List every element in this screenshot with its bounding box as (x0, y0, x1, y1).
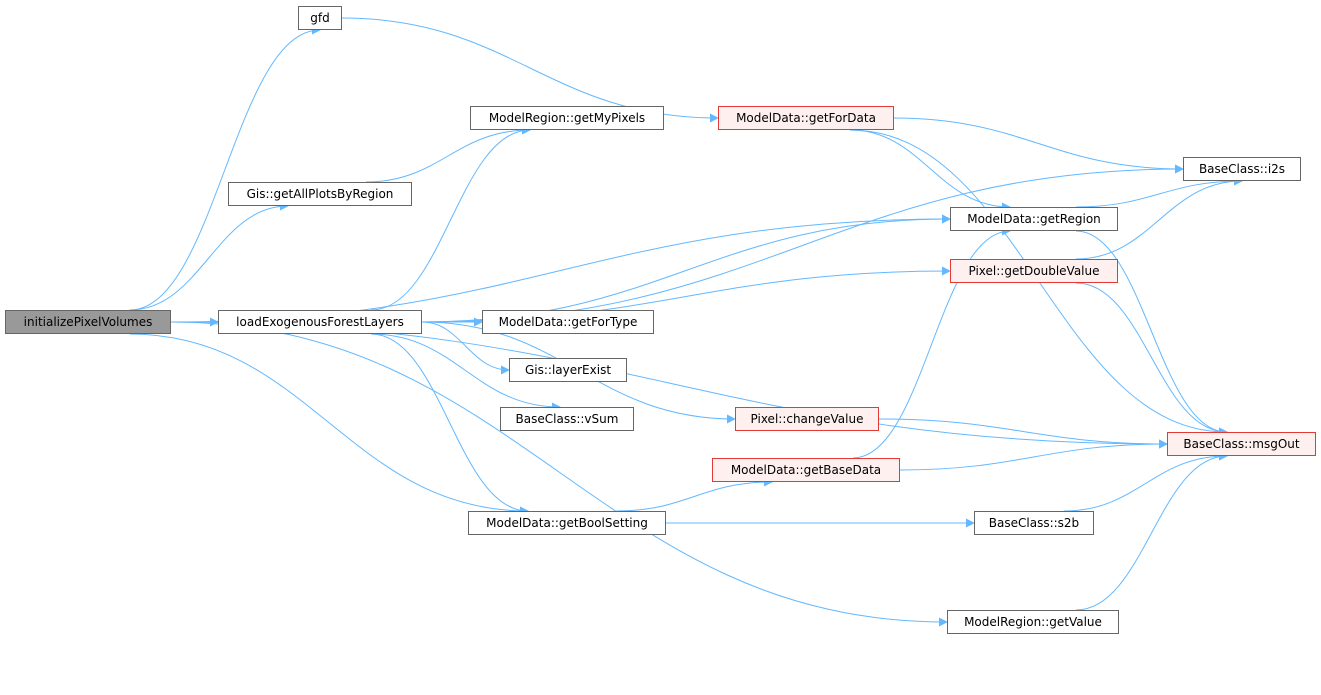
node-gis-get-all-plots-by-region[interactable]: Gis::getAllPlotsByRegion (228, 182, 412, 206)
edge-loadExogenousForestLayers-to-BaseClass_vSum (370, 333, 561, 412)
node-initialize-pixel-volumes[interactable]: initializePixelVolumes (5, 310, 171, 334)
node-model-data-get-base-data[interactable]: ModelData::getBaseData (712, 458, 900, 482)
edge-Pixel_getDoubleValue-to-BaseClass_i2s (1075, 176, 1243, 260)
edge-initializePixelVolumes-to-gfd (129, 25, 321, 311)
node-base-class-msg-out[interactable]: BaseClass::msgOut (1167, 432, 1316, 456)
edge-ModelRegion_getValue-to-BaseClass_msgOut (1075, 451, 1228, 611)
node-model-data-get-for-data[interactable]: ModelData::getForData (718, 106, 894, 130)
edge-ModelData_getBoolSetting-to-ModelData_getBaseData (616, 477, 773, 512)
edge-initializePixelVolumes-to-ModelData_getBoolSetting (129, 333, 529, 516)
node-pixel-get-double-value[interactable]: Pixel::getDoubleValue (950, 259, 1118, 283)
node-model-data-get-for-type[interactable]: ModelData::getForType (482, 310, 654, 334)
edge-BaseClass_s2b-to-BaseClass_msgOut (1063, 451, 1228, 512)
edge-ModelData_getForData-to-ModelData_getRegion (849, 129, 1011, 212)
node-base-class-s2b[interactable]: BaseClass::s2b (974, 511, 1094, 535)
edge-loadExogenousForestLayers-to-ModelRegion_getMyPixels (370, 125, 531, 311)
node-load-exogenous-forest-layers[interactable]: loadExogenousForestLayers (218, 310, 422, 334)
edge-loadExogenousForestLayers-to-ModelData_getBoolSetting (370, 333, 529, 516)
edge-loadExogenousForestLayers-to-Gis_layerExist (421, 321, 510, 375)
edge-initializePixelVolumes-to-BaseClass_msgOut (170, 321, 1168, 449)
edge-initializePixelVolumes-to-Gis_getAllPlotsByRegion (129, 201, 289, 311)
node-gfd[interactable]: gfd (298, 6, 342, 30)
node-model-data-get-bool-setting[interactable]: ModelData::getBoolSetting (468, 511, 666, 535)
node-model-region-get-value[interactable]: ModelRegion::getValue (947, 610, 1119, 634)
edge-ModelData_getForData-to-BaseClass_i2s (893, 117, 1184, 174)
edge-loadExogenousForestLayers-to-ModelData_getRegion (421, 214, 951, 323)
edge-ModelData_getRegion-to-BaseClass_i2s (1075, 176, 1243, 208)
node-base-class-i2s[interactable]: BaseClass::i2s (1183, 157, 1301, 181)
edge-gfd-to-ModelData_getForData (341, 17, 719, 123)
edge-Pixel_changeValue-to-BaseClass_msgOut (878, 418, 1168, 449)
edge-initializePixelVolumes-to-ModelRegion_getValue (170, 321, 948, 627)
edge-loadExogenousForestLayers-to-BaseClass_i2s (421, 164, 1184, 323)
node-model-data-get-region[interactable]: ModelData::getRegion (950, 207, 1118, 231)
edge-ModelData_getRegion-to-BaseClass_msgOut (1075, 230, 1228, 437)
edge-ModelData_getBaseData-to-BaseClass_msgOut (899, 439, 1168, 471)
node-model-region-get-my-pixels[interactable]: ModelRegion::getMyPixels (470, 106, 664, 130)
edge-ModelData_getBaseData-to-ModelData_getRegion (852, 226, 1011, 459)
node-base-class-vsum[interactable]: BaseClass::vSum (500, 407, 634, 431)
node-gis-layer-exist[interactable]: Gis::layerExist (509, 358, 627, 382)
edge-Pixel_getDoubleValue-to-BaseClass_msgOut (1075, 282, 1228, 437)
edge-Gis_getAllPlotsByRegion-to-ModelRegion_getMyPixels (365, 125, 531, 183)
node-pixel-change-value[interactable]: Pixel::changeValue (735, 407, 879, 431)
